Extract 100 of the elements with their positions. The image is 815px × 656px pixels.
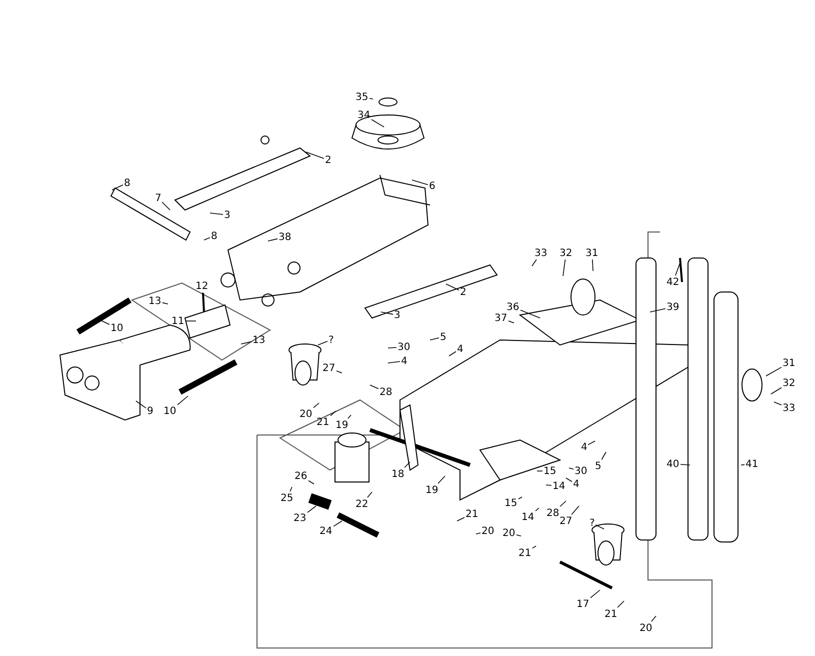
callout-number: 23 (294, 512, 306, 524)
leader-line (136, 400, 146, 408)
leader-line (535, 508, 540, 512)
callout-number: 32 (560, 248, 572, 258)
callout-number: 2 (325, 154, 332, 166)
leader-line (162, 202, 170, 210)
leader-line (330, 410, 336, 416)
callout-number: 21 (604, 608, 618, 620)
callout-number: 11 (172, 316, 184, 326)
callout-number: 4 (401, 356, 408, 366)
callout-number: 37 (494, 312, 508, 324)
callout-number: 26 (294, 470, 308, 482)
callout-number: 4 (573, 478, 580, 490)
callout-number: ? (590, 518, 595, 528)
leader-line (532, 259, 537, 266)
leader-line (371, 119, 384, 128)
callout-number: 27 (560, 516, 572, 526)
callout-number: 20 (300, 408, 312, 420)
leader-line (560, 500, 566, 507)
leader-line (651, 616, 656, 622)
leader-line (308, 480, 314, 484)
callout-number: 35 (356, 92, 368, 102)
callout-number: 30 (574, 466, 588, 476)
callout-number: 27 (322, 362, 336, 374)
leader-line (290, 486, 292, 492)
callout-number: 3 (394, 310, 400, 320)
callout-number: 19 (426, 484, 438, 496)
leader-line (307, 506, 316, 513)
leader-line (650, 308, 666, 312)
leader-line (204, 237, 210, 240)
leader-line (770, 387, 782, 394)
leader-line (536, 470, 543, 472)
callout-number: 15 (544, 466, 556, 476)
leader-line (546, 484, 552, 486)
leader-line (595, 524, 604, 530)
leader-line (380, 312, 394, 315)
callout-number: 6 (429, 180, 436, 192)
leader-line (562, 259, 566, 276)
callout-number: 3 (224, 210, 230, 220)
callout-number: 21 (466, 508, 478, 520)
leader-line (388, 347, 397, 348)
leader-line (766, 366, 782, 376)
leader-line (388, 361, 400, 364)
leader-line (430, 338, 440, 340)
callout-number: 13 (252, 334, 266, 346)
callout-number: 10 (110, 322, 124, 334)
callout-number: 40 (666, 458, 680, 470)
callout-number: 17 (576, 598, 590, 610)
callout-number: 14 (522, 512, 534, 522)
leader-line (210, 212, 224, 215)
callout-number: 42 (666, 276, 680, 288)
callout-number: 10 (164, 406, 176, 416)
leader-line (100, 320, 110, 325)
leader-line (448, 351, 456, 356)
callout-number: 15 (504, 498, 518, 508)
leader-line (518, 496, 522, 500)
callout-number: ? (328, 334, 334, 346)
leader-line (313, 402, 320, 408)
leader-line (185, 320, 196, 322)
callout-number: 22 (356, 498, 368, 510)
leader-line (568, 468, 574, 470)
leader-line (588, 440, 596, 446)
leader-line (306, 152, 324, 159)
leader-line (202, 292, 204, 296)
leader-line (476, 532, 481, 534)
callout-number: 20 (482, 526, 494, 536)
leader-line (336, 370, 342, 374)
leader-line (438, 476, 446, 484)
leader-line (774, 402, 782, 406)
leader-line (367, 492, 372, 498)
leader-line (446, 284, 460, 290)
callout-number: 13 (148, 296, 162, 306)
callout-number: 28 (546, 508, 560, 518)
leader-line (370, 384, 379, 390)
callout-number: 14 (552, 480, 566, 492)
callout-number: 5 (595, 460, 602, 472)
leader-line (333, 520, 342, 527)
callout-number: 31 (586, 248, 598, 258)
callout-number: 24 (320, 526, 332, 536)
leader-line (412, 180, 428, 186)
leader-line (516, 534, 522, 536)
callout-number: 5 (440, 332, 446, 342)
callout-number: 41 (746, 458, 758, 470)
leader-line (112, 184, 124, 190)
leader-line (240, 341, 252, 344)
leader-line (348, 414, 352, 419)
leader-line (268, 238, 278, 242)
leader-line (508, 320, 514, 324)
leader-line (601, 452, 606, 460)
callout-number: 19 (336, 420, 348, 430)
callout-number: 9 (147, 406, 154, 416)
leader-line (369, 98, 374, 100)
callout-number: 36 (506, 302, 520, 312)
leader-line (532, 546, 536, 549)
leader-line (520, 310, 540, 318)
callout-number: 20 (502, 528, 516, 538)
leader-line (590, 590, 600, 598)
leader-line (318, 340, 328, 346)
callout-number: 8 (124, 178, 130, 188)
callout-number: 20 (640, 622, 652, 634)
